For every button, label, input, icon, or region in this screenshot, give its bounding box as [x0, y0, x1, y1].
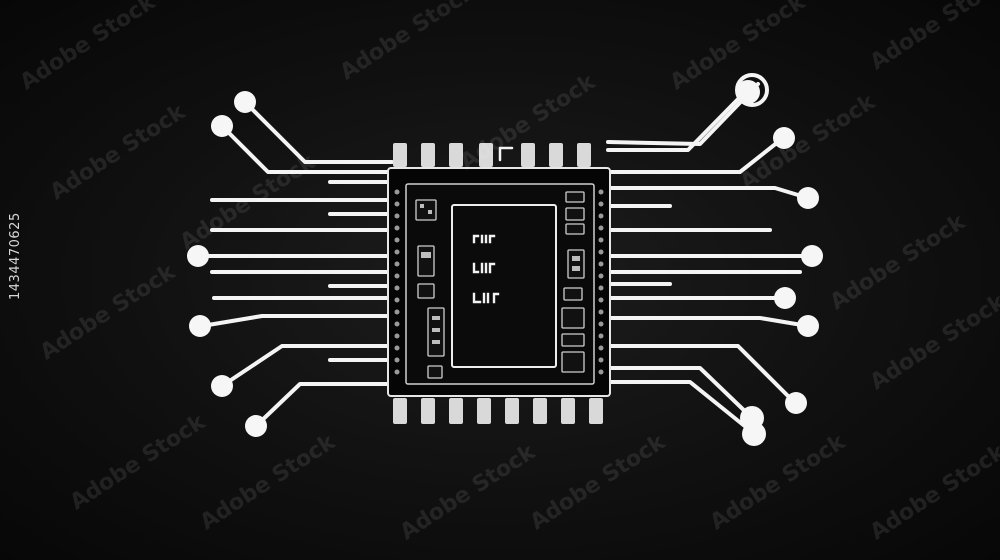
chip-bottom-leads	[393, 398, 603, 424]
chip-side-pins	[394, 189, 604, 375]
microchip	[387, 167, 611, 397]
stock-id-label: 1434470625	[8, 212, 23, 300]
chip-top-leads	[393, 143, 591, 167]
chip-right-components	[561, 191, 585, 373]
die-glyphs	[472, 234, 500, 304]
left-circuit-traces	[198, 100, 394, 428]
chip-left-components	[415, 199, 445, 379]
right-circuit-traces	[606, 82, 814, 434]
chip-die	[451, 204, 557, 368]
trace-end-pads	[187, 73, 823, 446]
